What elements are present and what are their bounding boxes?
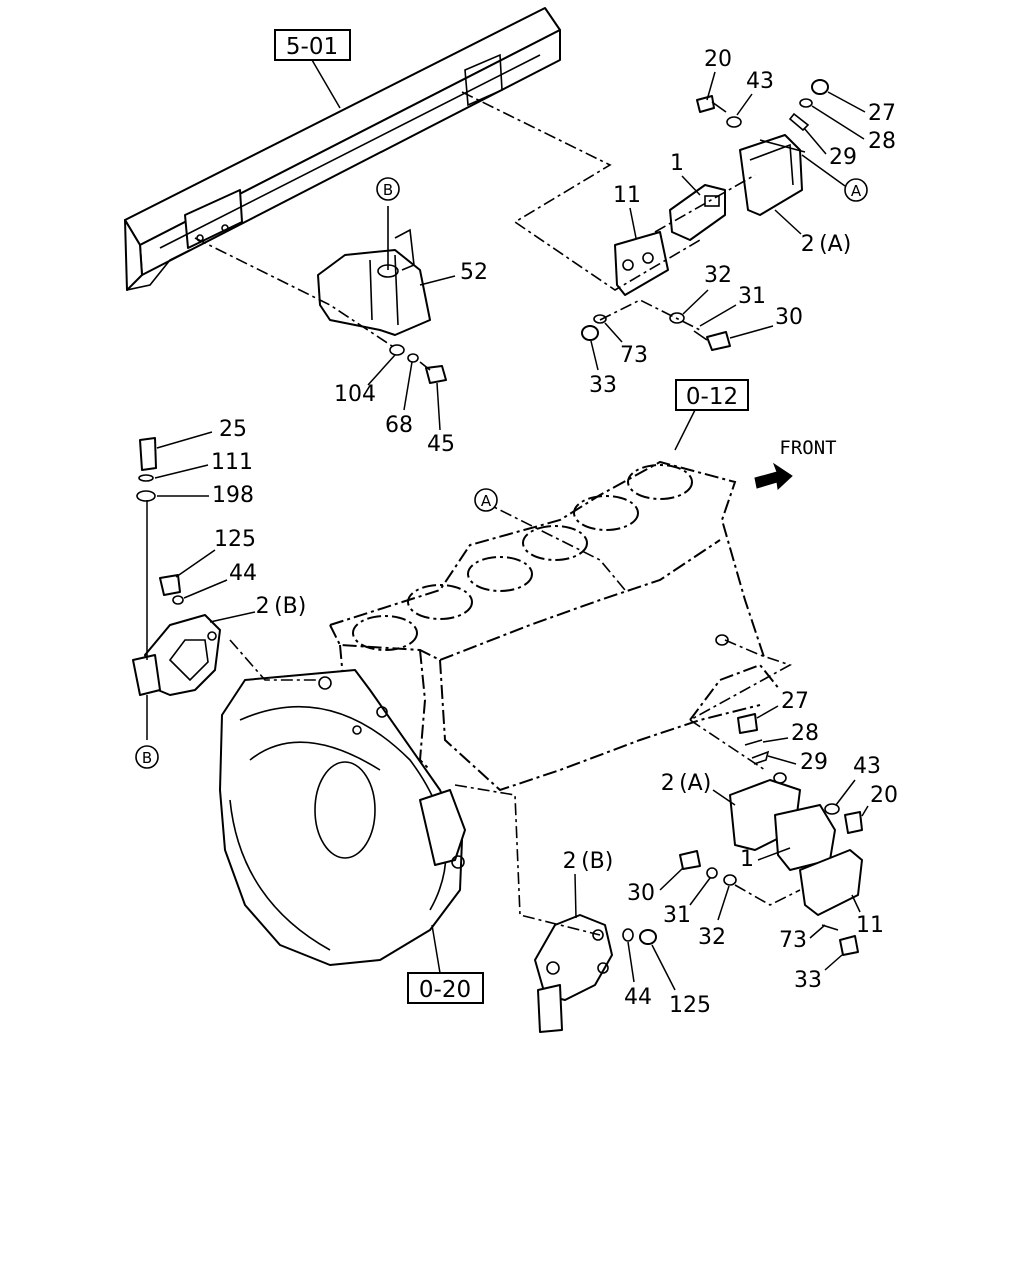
callout-27-top: 27 bbox=[868, 101, 896, 126]
callout-20-lower: 20 bbox=[870, 783, 898, 808]
callout-1-lower: 1 bbox=[740, 847, 754, 872]
flywheel-housing bbox=[219, 669, 466, 966]
lower-mount-bracket bbox=[534, 914, 657, 1033]
reference-box-engine-block: 0-12 bbox=[674, 379, 749, 451]
callout-43-lower: 43 bbox=[853, 754, 881, 779]
callout-30-lower: 30 bbox=[627, 881, 655, 906]
callout-52: 52 bbox=[460, 260, 488, 285]
callout-2a-top: 2 (A) bbox=[801, 232, 852, 257]
callout-2a-lower: 2 (A) bbox=[661, 771, 712, 796]
callout-1-top: 1 bbox=[670, 151, 684, 176]
reference-frame-label: 5-01 bbox=[286, 34, 338, 60]
callout-73-top: 73 bbox=[620, 343, 648, 368]
circle-marker-b-left: B bbox=[135, 745, 159, 769]
callout-104: 104 bbox=[334, 382, 376, 407]
callout-68: 68 bbox=[385, 413, 413, 438]
frame-side-mount-bracket bbox=[317, 206, 431, 336]
marker-b-left-text: B bbox=[142, 749, 152, 767]
callouts-top-right-mount: 20 43 27 28 29 1 11 2 (A) 32 31 30 73 33 bbox=[589, 47, 896, 398]
callout-73-lower: 73 bbox=[779, 928, 807, 953]
callout-31-top: 31 bbox=[738, 284, 766, 309]
callout-2b-lower: 2 (B) bbox=[563, 849, 614, 874]
circle-marker-a-engine: A bbox=[474, 488, 498, 512]
frame-rail bbox=[124, 7, 561, 291]
engine-block-outline bbox=[329, 460, 781, 792]
callout-45: 45 bbox=[427, 432, 455, 457]
callout-30-top: 30 bbox=[775, 305, 803, 330]
top-right-mount-assembly bbox=[581, 79, 829, 351]
callout-198: 198 bbox=[212, 483, 254, 508]
callout-125-lower: 125 bbox=[669, 993, 711, 1018]
callout-125-left: 125 bbox=[214, 527, 256, 552]
front-label: FRONT bbox=[779, 437, 836, 459]
callout-43-top: 43 bbox=[746, 69, 774, 94]
circle-marker-a-top: A bbox=[801, 154, 868, 202]
callout-31-lower: 31 bbox=[663, 903, 691, 928]
front-arrow-icon bbox=[754, 462, 793, 491]
callouts-left-bracket: 25 111 198 125 44 2 (B) bbox=[154, 417, 307, 623]
reference-box-frame: 5-01 bbox=[274, 29, 351, 109]
left-mount-bracket bbox=[132, 437, 221, 740]
reference-box-flywheel-housing: 0-20 bbox=[407, 924, 484, 1004]
callouts-frame-mount: 52 104 68 45 bbox=[334, 260, 488, 457]
reference-flywheel-housing-label: 0-20 bbox=[419, 977, 471, 1003]
callout-29-lower: 29 bbox=[800, 750, 828, 775]
marker-a-engine-text: A bbox=[481, 492, 492, 510]
callouts-lower-bracket: 2 (B) 44 125 bbox=[563, 849, 711, 1018]
callout-11-lower: 11 bbox=[856, 913, 884, 938]
marker-b-text: B bbox=[383, 181, 393, 199]
callout-29-top: 29 bbox=[829, 145, 857, 170]
callout-25: 25 bbox=[219, 417, 247, 442]
callout-44-lower: 44 bbox=[624, 985, 652, 1010]
connection-lines bbox=[194, 91, 801, 936]
callout-20-top: 20 bbox=[704, 47, 732, 72]
callouts-lower-right-mount: 27 28 29 2 (A) 43 20 1 30 31 32 73 11 33 bbox=[627, 689, 898, 993]
callout-44-left: 44 bbox=[229, 561, 257, 586]
callout-111: 111 bbox=[211, 450, 253, 475]
reference-engine-block-label: 0-12 bbox=[686, 384, 738, 410]
callout-27-lower: 27 bbox=[781, 689, 809, 714]
callout-2b-left: 2 (B) bbox=[256, 594, 307, 619]
lower-right-mount-assembly bbox=[679, 713, 863, 956]
front-direction-indicator: FRONT bbox=[754, 437, 837, 491]
frame-mount-hardware bbox=[389, 344, 447, 384]
circle-marker-b-top: B bbox=[376, 177, 400, 201]
callout-32-top: 32 bbox=[704, 263, 732, 288]
callout-28-lower: 28 bbox=[791, 721, 819, 746]
callout-28-top: 28 bbox=[868, 129, 896, 154]
callout-33-lower: 33 bbox=[794, 968, 822, 993]
callout-32-lower: 32 bbox=[698, 925, 726, 950]
callout-33-top: 33 bbox=[589, 373, 617, 398]
callout-11-top: 11 bbox=[613, 183, 641, 208]
marker-a-text: A bbox=[851, 182, 862, 200]
